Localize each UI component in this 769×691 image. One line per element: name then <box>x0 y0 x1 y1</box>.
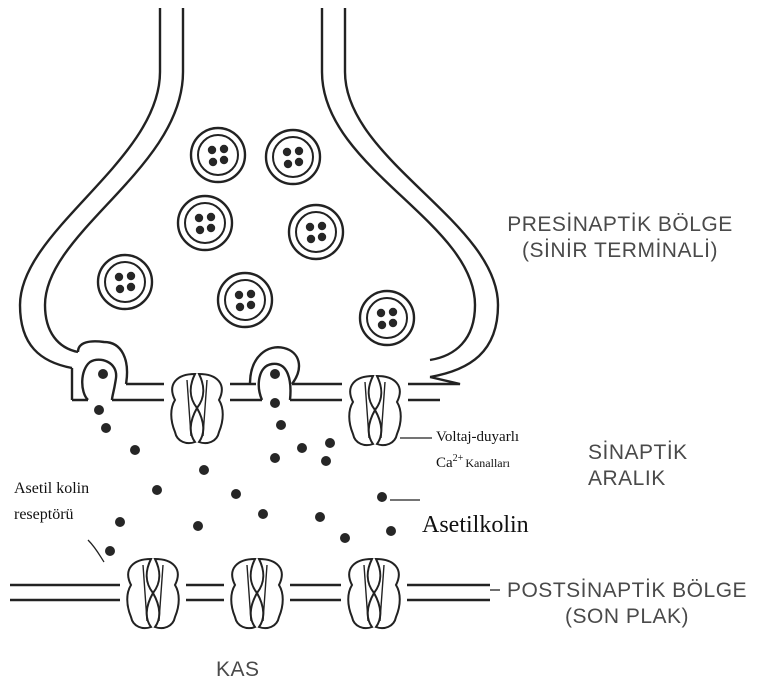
acetylcholine-label: Asetilkolin <box>422 512 529 539</box>
acetylcholine-receptors <box>120 559 407 628</box>
presynaptic-label: PRESİNAPTİK BÖLGE (SİNİR TERMİNALİ) <box>495 212 745 264</box>
postsynaptic-label: POSTSİNAPTİK BÖLGE (SON PLAK) <box>492 578 762 630</box>
voltage-channel-label: Voltaj-duyarlı Ca2+Kanalları <box>436 426 519 474</box>
calcium-channels <box>164 374 408 445</box>
nerve-terminal <box>20 8 498 400</box>
muscle-label: KAS <box>216 657 260 683</box>
synaptic-cleft-label: SİNAPTİK ARALIK <box>588 440 688 492</box>
receptor-label: Asetil kolin reseptörü <box>14 476 89 528</box>
